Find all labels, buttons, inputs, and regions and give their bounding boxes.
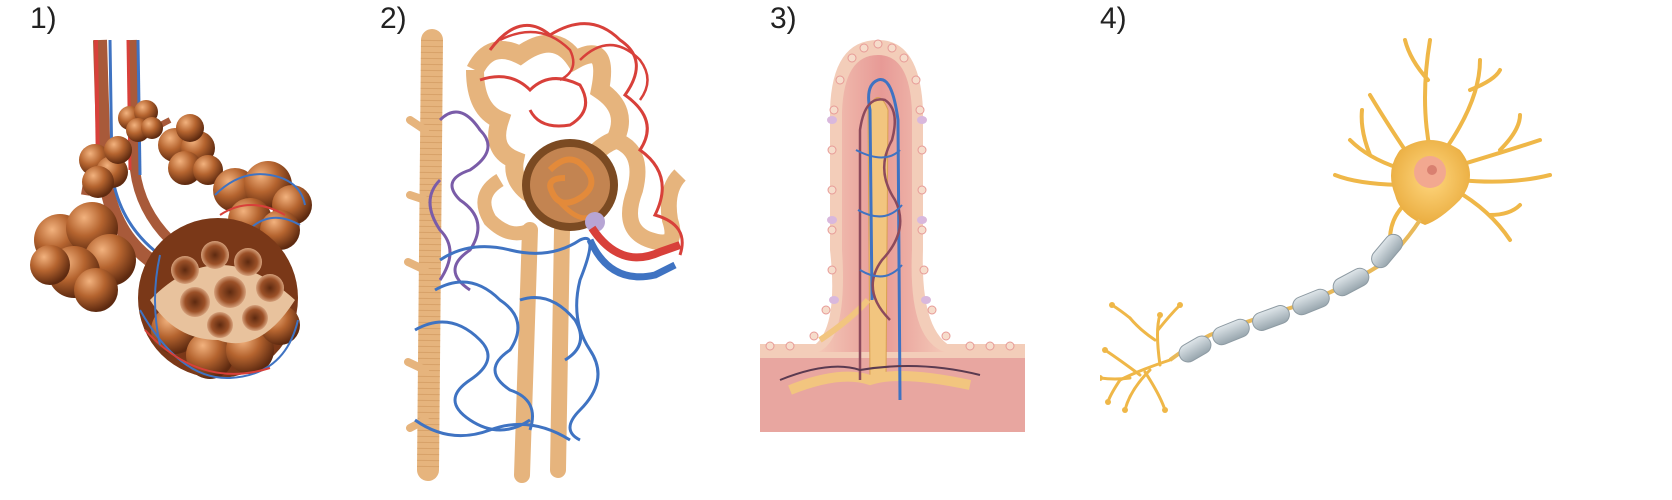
- panel-label-2: 2): [380, 2, 407, 35]
- panel-4: 4): [1100, 0, 1672, 500]
- neuron-illustration: [1100, 38, 1552, 413]
- intestinal-villus-illustration: [760, 39, 1025, 432]
- panel-1: 1): [0, 0, 390, 500]
- kidney-nephron-illustration: [404, 22, 687, 483]
- panel-label-3: 3): [770, 2, 797, 35]
- panel-2: 2): [380, 0, 710, 500]
- panel-3: 3): [760, 0, 1080, 500]
- lung-alveoli-illustration: [30, 39, 312, 380]
- panel-label-1: 1): [30, 2, 57, 35]
- panel-label-4: 4): [1100, 2, 1127, 35]
